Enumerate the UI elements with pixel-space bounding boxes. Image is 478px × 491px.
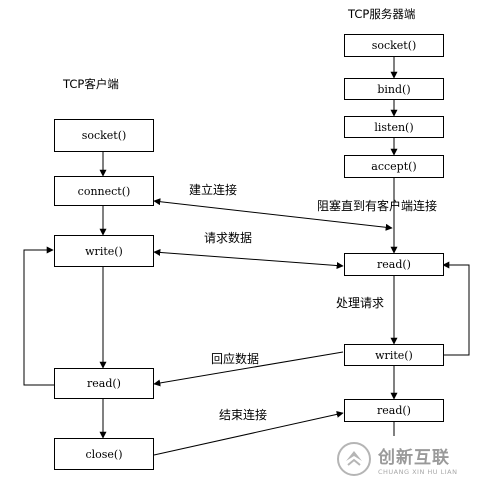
- server-listen-box: listen(): [344, 116, 444, 138]
- server-loop: [442, 261, 470, 356]
- label-establish-connection: 建立连接: [189, 183, 238, 197]
- server-title: TCP服务器端: [348, 7, 416, 21]
- server-read-box: read(): [344, 253, 444, 276]
- arrow-write-read: [153, 248, 344, 270]
- client-read-box: read(): [54, 368, 154, 399]
- server-read2-box: read(): [344, 399, 444, 422]
- client-connect-box: connect(): [54, 176, 154, 206]
- server-bind-box: bind(): [344, 78, 444, 100]
- server-socket-box: socket(): [344, 34, 444, 57]
- arrow-close-read2: [153, 410, 344, 456]
- watermark-en-text: CHUANG XIN HU LIAN: [378, 467, 458, 476]
- server-accept-box: accept(): [344, 155, 444, 178]
- watermark-emblem-icon: [337, 442, 371, 476]
- label-request-data: 请求数据: [204, 231, 253, 245]
- label-process-request: 处理请求: [336, 296, 385, 310]
- client-title: TCP客户端: [63, 77, 119, 91]
- server-write-box: write(): [344, 344, 444, 366]
- client-write-box: write(): [54, 235, 154, 267]
- arrow-connect-accept: [153, 198, 393, 231]
- label-response-data: 回应数据: [211, 352, 260, 366]
- arrow-write-cread-response: [153, 351, 344, 387]
- watermark-cn-text: 创新互联: [378, 447, 450, 468]
- client-loop: [23, 246, 55, 386]
- watermark-logo: 创新互联 CHUANG XIN HU LIAN: [336, 436, 472, 482]
- label-end-connection: 结束连接: [219, 408, 268, 422]
- client-close-box: close(): [54, 438, 154, 470]
- client-socket-box: socket(): [54, 119, 154, 152]
- label-block-until-connect: 阻塞直到有客户端连接: [317, 199, 438, 213]
